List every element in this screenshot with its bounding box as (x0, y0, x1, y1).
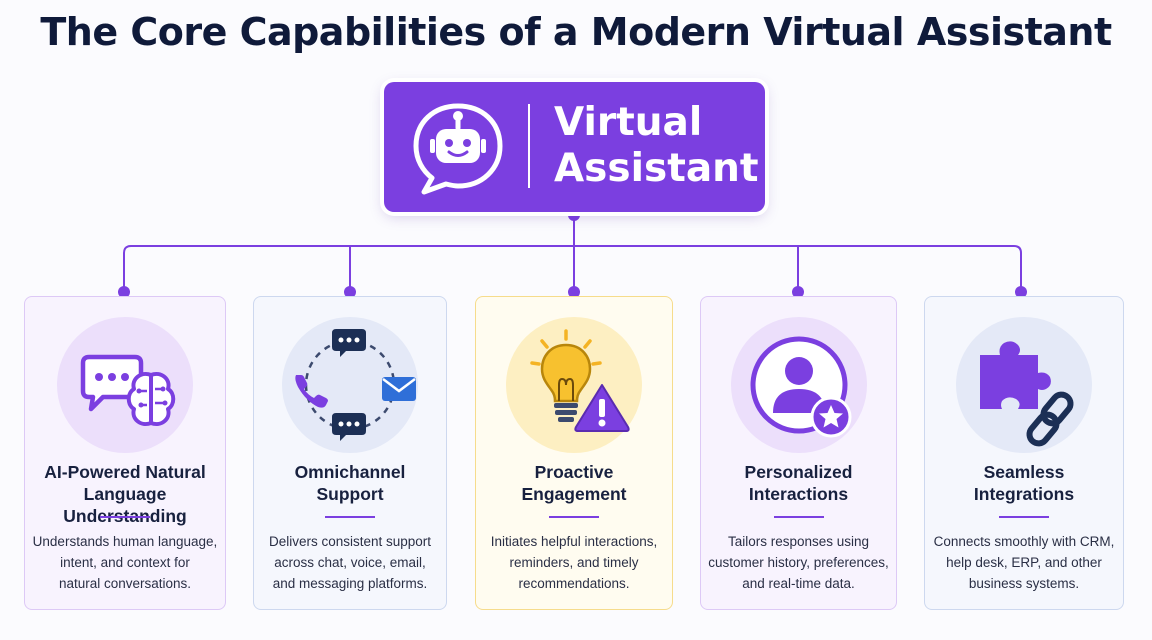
hub-divider (528, 104, 530, 188)
lightbulb-alert-icon (530, 329, 630, 432)
card-title: AI-Powered Natural Language Understandin… (44, 462, 206, 526)
card-rule (999, 516, 1049, 518)
card-description: Delivers consistent support across chat,… (268, 534, 432, 591)
hub-label-line2: Assistant (554, 146, 759, 191)
card-rule (549, 516, 599, 518)
hub-label: Virtual Assistant (554, 100, 759, 192)
card-proactive: Proactive Engagement Initiates helpful i… (475, 296, 673, 610)
card-integrations: Seamless Integrations Connects smoothly … (924, 296, 1124, 610)
card-title: Seamless Integrations (973, 462, 1075, 504)
card-rule (325, 516, 375, 518)
card-personalized: Personalized Interactions Tailors respon… (700, 296, 897, 610)
virtual-assistant-hub: Virtual Assistant (384, 82, 765, 212)
robot-chat-bubble-icon (413, 103, 503, 195)
omnichannel-icon (295, 329, 416, 441)
card-rule (773, 516, 824, 518)
card-description: Initiates helpful interactions, reminder… (490, 534, 658, 591)
card-description: Connects smoothly with CRM, help desk, E… (933, 534, 1115, 591)
card-title: Omnichannel Support (294, 462, 406, 504)
puzzle-link-icon (980, 341, 1074, 447)
card-natural-language: AI-Powered Natural Language Understandin… (24, 296, 226, 610)
hub-connector-dot (568, 209, 580, 221)
hub-label-line1: Virtual (554, 100, 703, 145)
card-title: Personalized Interactions (744, 462, 853, 504)
card-omnichannel: Omnichannel Support Delivers consistent … (253, 296, 447, 610)
user-star-icon (750, 336, 851, 438)
card-description: Understands human language, intent, and … (32, 534, 218, 591)
chat-brain-icon (80, 354, 176, 426)
page-title: The Core Capabilities of a Modern Virtua… (40, 10, 1112, 54)
card-description: Tailors responses using customer history… (708, 534, 889, 591)
card-rule (100, 516, 150, 518)
card-title: Proactive Engagement (521, 462, 627, 504)
